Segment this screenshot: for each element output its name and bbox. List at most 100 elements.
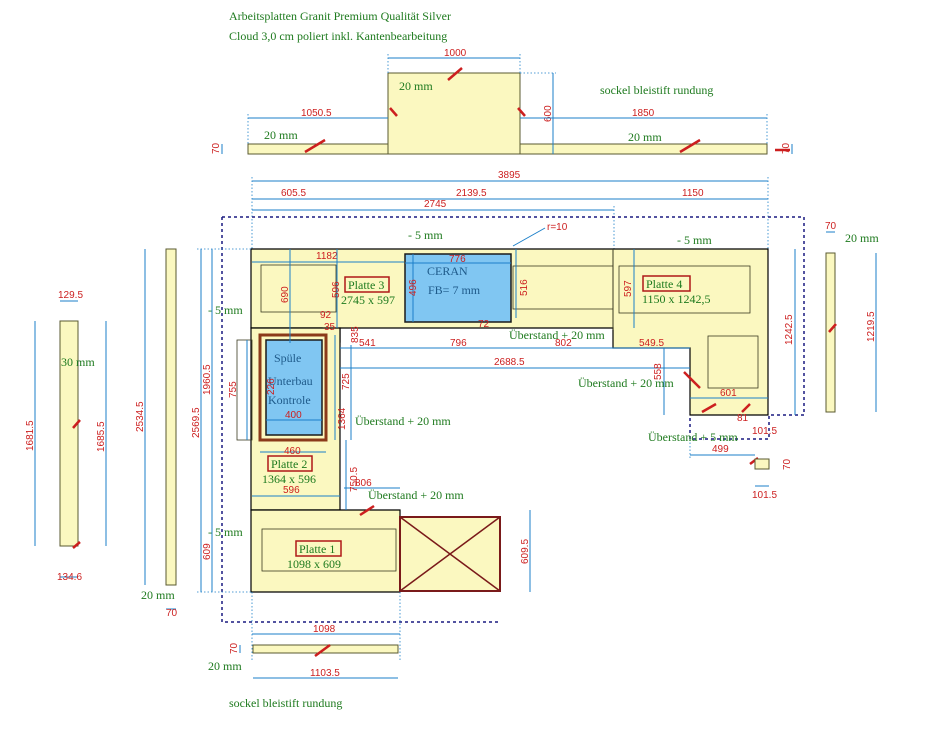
plate-3-size: 2745 x 597 (341, 293, 395, 307)
offset-top: - 5 mm (408, 228, 443, 242)
dim-2688-5: 2688.5 (494, 357, 525, 368)
hatch-mark (389, 107, 398, 117)
dim-70-bottom: 70 (229, 642, 240, 654)
plate-1-size: 1098 x 609 (287, 557, 341, 571)
dim-755: 755 (228, 381, 239, 398)
dim-1150: 1150 (682, 188, 704, 199)
overall-dims: 3895 605.5 2139.5 1150 2745 (251, 170, 769, 250)
dim-549-5: 549.5 (639, 338, 664, 349)
thickness-label: 20 mm (208, 659, 242, 673)
sockel-note-bottom: sockel bleistift rundung (229, 696, 342, 710)
dim-499: 499 (712, 444, 729, 455)
dim-609: 609 (202, 543, 213, 560)
dim-725: 725 (341, 373, 352, 390)
dim-596-top: 596 (331, 281, 342, 298)
dim-72: 72 (478, 319, 490, 330)
side-panel-left (165, 248, 177, 586)
dim-1685-5: 1685.5 (96, 421, 107, 452)
plate-3-name: Platte 3 (348, 278, 384, 292)
hatch-mark (304, 138, 326, 154)
dim-601: 601 (720, 388, 737, 399)
dim-541: 541 (359, 338, 376, 349)
thickness-label: 20 mm (141, 588, 175, 602)
right-side-panel: 70 1219.5 20 mm (825, 221, 879, 413)
dim-2534-5: 2534.5 (135, 401, 146, 432)
sink-label: Spüle (274, 351, 301, 365)
sockel-center-block (387, 72, 521, 155)
dim-2569-5: 2569.5 (191, 407, 202, 438)
dim-597: 597 (623, 280, 634, 297)
thickness-label: 30 mm (61, 355, 95, 369)
dim-802: 802 (555, 338, 572, 349)
dim-1364: 1364 (337, 407, 348, 430)
thickness-label: 20 mm (264, 128, 298, 142)
dim-1098: 1098 (313, 624, 336, 635)
overhang-label: Überstand + 20 mm (368, 488, 464, 502)
dim-3895: 3895 (498, 170, 521, 181)
dim-1103-5: 1103.5 (310, 668, 340, 679)
dim-2745: 2745 (424, 199, 447, 210)
ceran-label: CERAN (427, 264, 468, 278)
plate-2-size: 1364 x 596 (262, 472, 316, 486)
offset-left-bottom: - 5 mm (208, 525, 243, 539)
dim-81: 81 (737, 413, 749, 424)
dim-1000: 1000 (444, 48, 467, 59)
dim-1850: 1850 (632, 108, 655, 119)
dim-134-6: 134.6 (57, 572, 82, 583)
dim-609-5: 609.5 (520, 539, 531, 564)
worktop-slabs: CERAN FB= 7 mm r=10 Spüle Unterbau Kontr… (236, 222, 769, 593)
thickness-label: 20 mm (628, 130, 662, 144)
radius-label: r=10 (547, 222, 568, 233)
dim-806: 806 (355, 478, 372, 489)
hatch-mark (679, 138, 701, 154)
plate-2-name: Platte 2 (271, 457, 307, 471)
thickness-label: 20 mm (845, 231, 879, 245)
dim-1182: 1182 (316, 251, 338, 262)
plate-4-size: 1150 x 1242,5 (642, 292, 711, 306)
dim-1050-5: 1050.5 (301, 108, 332, 119)
offset-top-right: - 5 mm (677, 233, 712, 247)
small-sockel-piece (754, 458, 770, 470)
kontrole-label: Kontrole (268, 393, 311, 407)
dim-129-5: 129.5 (58, 290, 83, 301)
dim-70-small: 70 (782, 458, 793, 470)
left-side-panels: 2534.5 70 20 mm 129.5 1681.5 1685.5 134.… (25, 248, 178, 619)
internal-dims: 1182 776 496 516 597 690 596 92 835 35 7… (191, 248, 796, 660)
bottom-sockel: 70 1103.5 20 mm sockel bleistift rundung (208, 642, 399, 710)
hatch-mark (447, 67, 463, 81)
side-panel-far-left (59, 320, 79, 547)
dim-496: 496 (408, 279, 419, 296)
dim-70-right-panel: 70 (825, 221, 837, 232)
dim-516: 516 (519, 279, 530, 296)
dim-460: 460 (284, 446, 301, 457)
hatch-mark (517, 107, 526, 117)
side-panel-right (825, 252, 836, 413)
dim-690: 690 (280, 286, 291, 303)
dim-1219-5: 1219.5 (866, 311, 877, 342)
sockel-right (519, 143, 768, 155)
dim-600: 600 (543, 105, 554, 122)
dim-2139-5: 2139.5 (456, 188, 487, 199)
dim-835: 835 (350, 326, 361, 343)
dim-92: 92 (320, 310, 332, 321)
top-sockel-group: 1000 600 1050.5 1850 70 70 20 mm 20 mm 2… (211, 48, 793, 155)
dim-70-right: 70 (781, 142, 792, 154)
dim-1681-5: 1681.5 (25, 420, 36, 451)
dim-226: 226 (266, 378, 277, 395)
plate-1-name: Platte 1 (299, 542, 335, 556)
overhang-label: Überstand + 20 mm (355, 414, 451, 428)
dim-558: 558 (653, 363, 664, 380)
thickness-label: 20 mm (399, 79, 433, 93)
dim-35: 35 (324, 322, 336, 333)
dim-796: 796 (450, 338, 467, 349)
dim-70-left: 70 (211, 142, 222, 154)
title-line-2: Cloud 3,0 cm poliert inkl. Kantenbearbei… (229, 29, 447, 43)
overhang-label: Überstand + 20 mm (578, 376, 674, 390)
overhang-label: Überstand + 5 mm (648, 430, 738, 444)
outline-dashed (221, 217, 500, 623)
fb-label: FB= 7 mm (428, 283, 481, 297)
dim-400: 400 (285, 410, 302, 421)
unterbau-label: Unterbau (268, 374, 313, 388)
sink-frame (258, 333, 328, 442)
